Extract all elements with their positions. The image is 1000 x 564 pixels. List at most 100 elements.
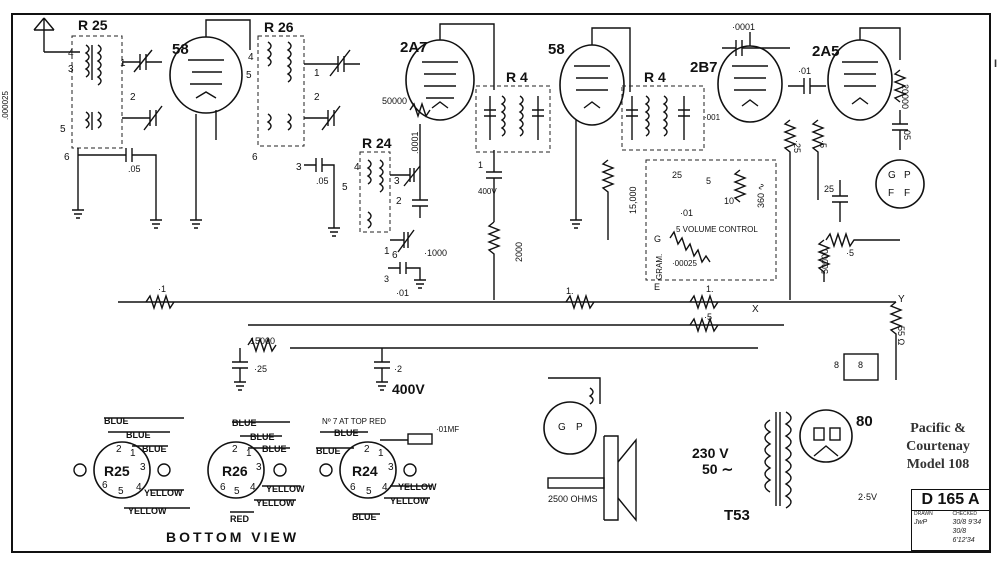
sock-p-label: P (904, 170, 911, 181)
antenna-symbol (33, 17, 80, 53)
r-1-a-value: ·1 (158, 284, 166, 294)
trimmer-r24 (390, 165, 421, 253)
r-360-value: 360 ∿ (756, 183, 766, 208)
r-25-a-value: ·25 (792, 140, 802, 153)
r24-pin: 3 (388, 462, 394, 473)
socket-r26-bottom (207, 421, 300, 513)
c-05-b (304, 158, 340, 237)
speaker-socket (875, 159, 925, 209)
tuning-capacitor-3 (304, 49, 360, 131)
c-01-c (788, 78, 826, 94)
r24-pin-label: 5 (342, 182, 348, 193)
ground-r25 (72, 148, 84, 219)
terminal-x: X (752, 304, 759, 315)
r25-pin: 6 (102, 480, 108, 491)
r25-pin: 1 (130, 448, 136, 459)
r-15000-a-value: 15,000 (628, 186, 638, 214)
r24-wire-2: BLUE (316, 446, 341, 456)
r4-first-can (475, 85, 551, 153)
sock-g-label: G (888, 170, 896, 181)
mains-voltage-label: 230 V (692, 445, 729, 461)
checked-date-2: 30/8 6'12'34 (952, 528, 975, 544)
tube-2a5 (827, 27, 901, 121)
sheet-border (11, 13, 991, 553)
r26-pin-label: 6 (252, 152, 258, 163)
r-20000-value: 20000 (900, 84, 910, 109)
edge-mark: I (994, 58, 998, 70)
speaker-g-label: G (558, 422, 566, 433)
tube-58-second-label: 58 (548, 41, 565, 58)
r24-pin-3-lower: 3 (384, 274, 389, 284)
r25-label: R 25 (78, 17, 108, 33)
tuning-capacitor-1 (122, 49, 162, 73)
tuning-capacitor-2 (122, 105, 163, 131)
r-50000-b-value: 50000 (820, 249, 830, 274)
c-01-a-value: ·01 (396, 288, 409, 298)
r26-coils (266, 41, 292, 131)
r-25-resistor (783, 119, 797, 300)
r-50000-a-value: 50000 (382, 96, 407, 106)
volume-control[interactable] (669, 230, 711, 264)
r25-pin: 5 (118, 486, 124, 497)
r24-wire-3: YELLOW (398, 482, 437, 492)
r26-pin-label: 2 (314, 92, 320, 103)
tube-58-second (559, 27, 631, 220)
r26-pin: 6 (220, 482, 226, 493)
r-5-c-value: ·5 (846, 248, 854, 258)
publisher-line: Pacific & (910, 421, 966, 436)
c-2-hv (374, 348, 390, 391)
r-5-d (689, 316, 719, 334)
electrolytic-8-8 (843, 353, 879, 381)
r25-coils (84, 44, 102, 130)
c-1000-value: ·1000 (424, 248, 447, 258)
c-2-value: ·2 (394, 364, 402, 374)
c-1-400v (486, 150, 502, 222)
speaker-assembly (543, 377, 637, 522)
c-05-a-value: .05 (128, 164, 141, 174)
t53-label: T53 (724, 507, 750, 524)
r24-pin: 2 (364, 444, 370, 455)
r-15000-b (247, 336, 277, 354)
r26-wire-1: BLUE (232, 418, 257, 428)
r-5-b-resistor (811, 119, 825, 200)
r26-pin: 4 (250, 482, 256, 493)
r24-pin: 1 (378, 448, 384, 459)
r24-pin: 6 (350, 482, 356, 493)
socket-r24-label: R24 (352, 463, 378, 479)
r26-wire-3: BLUE (262, 444, 287, 454)
c-0001-top-value: ·0001 (732, 22, 755, 32)
r24-pin: 4 (382, 482, 388, 493)
r25-pin-label: 6 (64, 152, 70, 163)
r26-wire-2: BLUE (250, 432, 275, 442)
r-1-a (145, 293, 175, 311)
tube-2b7 (717, 32, 783, 123)
r4-second-can (621, 85, 705, 151)
socket-r26-label: R26 (222, 463, 248, 479)
ground-58-first (190, 114, 202, 229)
c-05-c (892, 110, 908, 150)
r-5-d-value: ·5 (704, 312, 712, 322)
r25-pin-label: 2 (130, 92, 136, 103)
r4-first-label: R 4 (506, 69, 528, 85)
r24-pin: 5 (366, 486, 372, 497)
tube-2a7 (405, 23, 495, 121)
r24-wire-1: BLUE (334, 428, 359, 438)
c-0001-value: .0001 (410, 131, 420, 154)
socket-r25-bottom (73, 417, 190, 509)
r4-second-coils (626, 95, 690, 140)
r24-pin-label: 3 (394, 176, 400, 187)
c-01mf-value: ·01MF (436, 425, 459, 434)
r-15000-a (601, 159, 615, 240)
r25-pin-label: 1 (120, 58, 126, 69)
r-55-value: 55 Ω (896, 326, 906, 346)
switch-e-label: E (654, 282, 660, 292)
c-00025-value: ·00025 (672, 259, 697, 268)
c-8-a-value: 8 (834, 360, 839, 370)
switch-g-label: G (654, 234, 661, 244)
r24-coil-can (359, 151, 391, 233)
r25-wire-3: BLUE (142, 444, 167, 454)
c-r25-value: .000025 (1, 91, 10, 120)
r-50000-a (409, 101, 431, 119)
r26-pin: 5 (234, 486, 240, 497)
